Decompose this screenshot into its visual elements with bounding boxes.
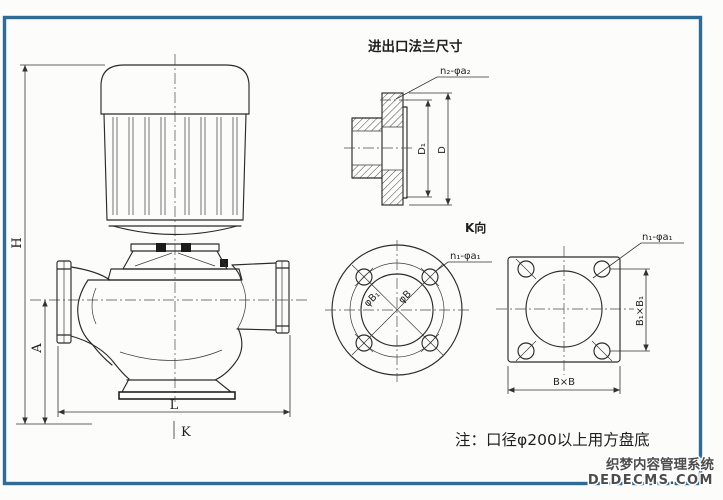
- volute-casing: [70, 262, 277, 381]
- flange-bolt-leader: n₂-φa₂: [395, 66, 489, 100]
- watermark-line2: DEDECMS.COM: [588, 473, 714, 488]
- square-bolt-label: n₁-φa₁: [642, 232, 673, 243]
- square-base-leader: n₁-φa₁: [592, 232, 684, 279]
- coupling-bolt: [181, 243, 191, 252]
- square-base-view: n₁-φa₁ B₁×B₁ B×B: [496, 232, 684, 394]
- flange-section-view: 进出口法兰尺寸 n₂-φa₂ D₁ D: [344, 38, 489, 206]
- round-bolt-label: n₁-φa₁: [450, 251, 481, 262]
- coupling-bracket: [107, 243, 243, 281]
- dim-label-H: H: [10, 237, 25, 248]
- bolt-hole: [421, 268, 439, 286]
- square-base-dimensions: B₁×B₁ B×B: [507, 268, 650, 394]
- pump-dimensions: H A L K: [10, 64, 291, 440]
- note-text: 注：口径φ200以上用方盘底: [455, 430, 650, 449]
- dim-label-A: A: [30, 343, 45, 354]
- watermark-line1: 织梦内容管理系统: [606, 456, 714, 473]
- hatch-area: [352, 118, 382, 131]
- bolt-hole: [355, 334, 373, 352]
- dim-label-B1xB1: B₁×B₁: [635, 296, 646, 326]
- centerlines: [30, 54, 310, 402]
- motor-fins: [112, 117, 238, 215]
- round-base-leader: n₁-φa₁: [435, 251, 492, 272]
- flange-section-title: 进出口法兰尺寸: [368, 38, 463, 55]
- k-view-title: K向: [465, 220, 486, 235]
- page-border: [2, 15, 703, 486]
- flange-body: [344, 92, 412, 206]
- motor: [100, 64, 250, 236]
- hatch-area: [382, 170, 403, 205]
- dim-label-L: L: [170, 398, 179, 413]
- base-foot: [118, 378, 236, 400]
- dim-label-D: D: [437, 146, 448, 154]
- coupling-bolt: [156, 243, 166, 252]
- hatch-area: [382, 93, 403, 127]
- bolt-hole: [517, 260, 535, 278]
- bolt-hole: [517, 342, 535, 360]
- square-base-plate: [496, 246, 634, 375]
- flange-bolt-label: n₂-φa₂: [440, 66, 471, 77]
- pump-front-view: H A L K: [10, 54, 310, 440]
- round-base-plate: [325, 240, 470, 382]
- paper: [4, 17, 701, 484]
- discharge-flange: [275, 260, 290, 334]
- suction-flange: [56, 260, 72, 344]
- dim-label-K: K: [181, 425, 191, 440]
- dim-label-BxB: B×B: [553, 377, 575, 388]
- bolt-hole: [421, 334, 439, 352]
- dim-label-D1: D₁: [417, 143, 428, 155]
- flange-dimensions: D₁ D: [406, 92, 452, 206]
- bolt-hole: [355, 268, 373, 286]
- watermark: 织梦内容管理系统 DEDECMS.COM: [586, 455, 716, 490]
- hatch-area: [352, 165, 382, 178]
